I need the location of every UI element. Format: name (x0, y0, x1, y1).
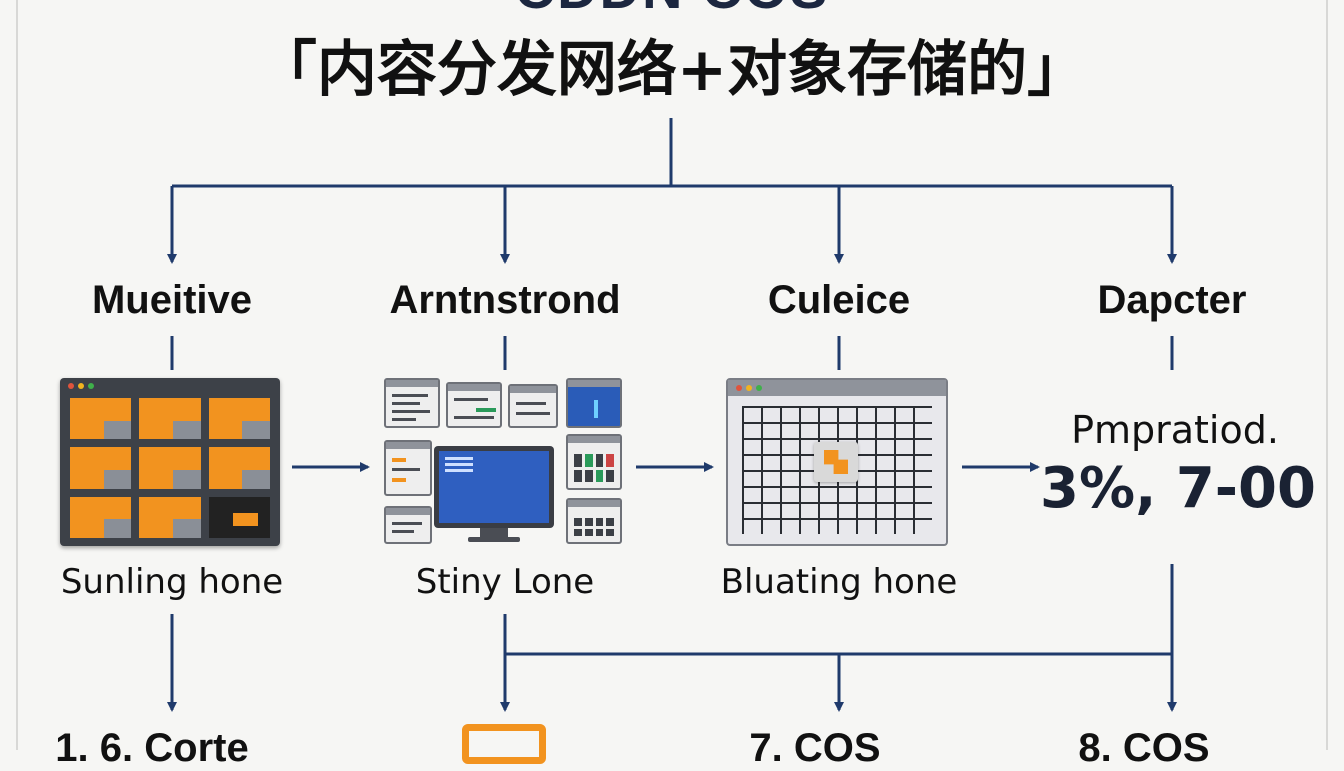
metric-value: 3%, 7-00 (1040, 456, 1316, 521)
column-heading-2: Arntnstrond (389, 278, 621, 322)
title-top-fragment: CDDN COS (0, 0, 1344, 21)
bottom-label-3: 8. COS (1078, 726, 1210, 770)
connector-lines (167, 118, 1177, 712)
bottom-label-1: 1. 6. Corte (55, 726, 249, 770)
frame-right-border (1326, 0, 1328, 750)
highlight-chip-icon (814, 442, 858, 482)
column-heading-1: Mueitive (91, 278, 253, 322)
frame-left-border (16, 0, 18, 750)
column-caption-1: Sunling hone (60, 562, 284, 602)
column-heading-4: Dapcter (1097, 278, 1247, 322)
column-caption-3: Bluating hone (720, 562, 958, 602)
storage-box-icon (462, 724, 546, 764)
column-caption-2: Stiny Lone (415, 562, 595, 602)
tile-window-icon (60, 378, 280, 546)
bottom-label-2: 7. COS (749, 726, 881, 770)
column-heading-3: Culeice (767, 278, 911, 322)
metric-label: Pmpratiod. (1071, 408, 1279, 452)
diagram-title: 「内容分发网络+对象存储的」 (256, 35, 1088, 105)
